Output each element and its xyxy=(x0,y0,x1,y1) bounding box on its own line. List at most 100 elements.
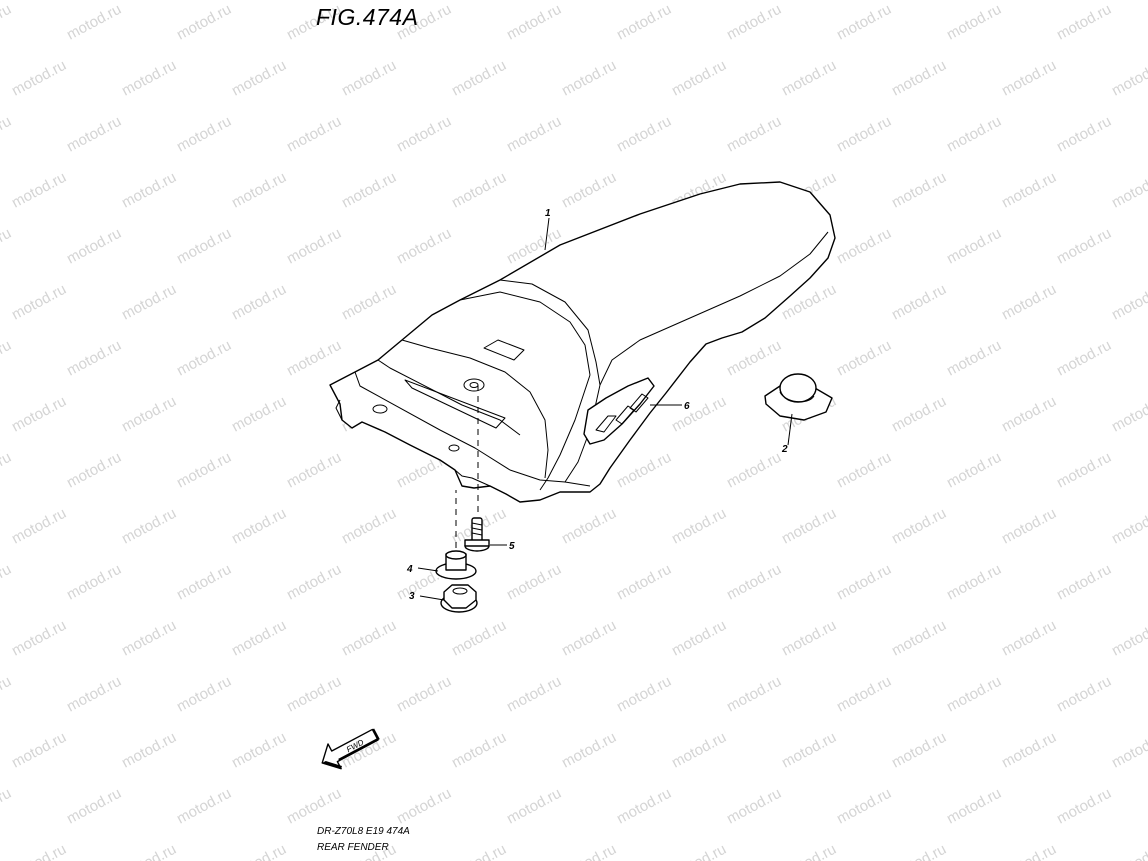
watermark-text: motod.ru xyxy=(944,561,1004,604)
watermark-text: motod.ru xyxy=(559,841,619,861)
watermark-text: motod.ru xyxy=(1054,449,1114,492)
callout-6: 6 xyxy=(684,401,690,412)
watermark-text: motod.ru xyxy=(834,113,894,156)
watermark-text: motod.ru xyxy=(1054,785,1114,828)
watermark-text: motod.ru xyxy=(669,729,729,772)
fwd-arrow-icon: FWD xyxy=(321,728,380,770)
rear-fender-part-1 xyxy=(329,181,836,503)
watermark-text: motod.ru xyxy=(779,505,839,548)
watermark-text: motod.ru xyxy=(614,673,674,716)
watermark-text: motod.ru xyxy=(889,617,949,660)
watermark-text: motod.ru xyxy=(284,673,344,716)
watermark-text: motod.ru xyxy=(504,113,564,156)
watermark-text: motod.ru xyxy=(559,57,619,100)
watermark-text: motod.ru xyxy=(1109,169,1148,212)
watermark-text: motod.ru xyxy=(1054,225,1114,268)
watermark-text: motod.ru xyxy=(889,841,949,861)
watermark-text: motod.ru xyxy=(9,505,69,548)
watermark-text: motod.ru xyxy=(999,169,1059,212)
watermark-text: motod.ru xyxy=(174,113,234,156)
watermark-text: motod.ru xyxy=(1109,617,1148,660)
watermark-text: motod.ru xyxy=(999,281,1059,324)
watermark-text: motod.ru xyxy=(9,169,69,212)
watermark-text: motod.ru xyxy=(1054,673,1114,716)
watermark-text: motod.ru xyxy=(669,57,729,100)
callout-4: 4 xyxy=(406,564,413,575)
watermark-text: motod.ru xyxy=(779,57,839,100)
watermark-text: motod.ru xyxy=(834,673,894,716)
watermark-text: motod.ru xyxy=(119,841,179,861)
watermark-text: motod.ru xyxy=(999,505,1059,548)
watermark-text: motod.ru xyxy=(834,225,894,268)
watermark-text: motod.ru xyxy=(724,113,784,156)
watermark-text: motod.ru xyxy=(724,337,784,380)
watermark-text: motod.ru xyxy=(229,57,289,100)
watermark-text: motod.ru xyxy=(394,785,454,828)
watermark-text: motod.ru xyxy=(1109,393,1148,436)
watermark-text: motod.ru xyxy=(1109,57,1148,100)
callout-1: 1 xyxy=(545,208,551,219)
leader-line-3 xyxy=(419,595,445,601)
watermark-text: motod.ru xyxy=(559,169,619,212)
watermark-text: motod.ru xyxy=(889,169,949,212)
watermark-text: motod.ru xyxy=(64,1,124,44)
watermark-text: motod.ru xyxy=(724,673,784,716)
watermark-text: motod.ru xyxy=(944,785,1004,828)
watermark-text: motod.ru xyxy=(339,617,399,660)
watermark-text: motod.ru xyxy=(0,113,14,156)
watermark-text: motod.ru xyxy=(944,1,1004,44)
watermark-text: motod.ru xyxy=(174,561,234,604)
watermark-text: motod.ru xyxy=(504,1,564,44)
watermark-text: motod.ru xyxy=(284,785,344,828)
watermark-text: motod.ru xyxy=(1054,561,1114,604)
cushion-part-2 xyxy=(764,373,833,421)
watermark-text: motod.ru xyxy=(889,393,949,436)
watermark-text: motod.ru xyxy=(669,393,729,436)
watermark-text: motod.ru xyxy=(834,1,894,44)
watermark-text: motod.ru xyxy=(669,841,729,861)
watermark-text: motod.ru xyxy=(229,393,289,436)
watermark-text: motod.ru xyxy=(339,505,399,548)
watermark-text: motod.ru xyxy=(944,113,1004,156)
watermark-text: motod.ru xyxy=(1054,337,1114,380)
watermark-text: motod.ru xyxy=(724,1,784,44)
watermark-text: motod.ru xyxy=(724,785,784,828)
callout-2: 2 xyxy=(781,444,788,455)
watermark-text: motod.ru xyxy=(0,1,14,44)
watermark-text: motod.ru xyxy=(174,337,234,380)
watermark-text: motod.ru xyxy=(779,729,839,772)
watermark-text: motod.ru xyxy=(64,225,124,268)
watermark-text: motod.ru xyxy=(1109,841,1148,861)
watermark-text: motod.ru xyxy=(559,729,619,772)
section-name: REAR FENDER xyxy=(317,842,389,853)
watermark-text: motod.ru xyxy=(834,561,894,604)
watermark-text: motod.ru xyxy=(64,785,124,828)
watermark-text: motod.ru xyxy=(999,729,1059,772)
watermark-text: motod.ru xyxy=(449,169,509,212)
watermark-text: motod.ru xyxy=(504,561,564,604)
watermark-text: motod.ru xyxy=(119,729,179,772)
watermark-text: motod.ru xyxy=(9,393,69,436)
watermark-text: motod.ru xyxy=(64,673,124,716)
watermark-text: motod.ru xyxy=(449,57,509,100)
leader-line-1 xyxy=(544,217,550,251)
watermark-text: motod.ru xyxy=(284,113,344,156)
watermark-text: motod.ru xyxy=(174,1,234,44)
watermark-text: motod.ru xyxy=(449,729,509,772)
watermark-text: motod.ru xyxy=(449,617,509,660)
watermark-text: motod.ru xyxy=(1109,505,1148,548)
watermark-text: motod.ru xyxy=(944,225,1004,268)
watermark-text: motod.ru xyxy=(174,225,234,268)
watermark-text: motod.ru xyxy=(779,617,839,660)
watermark-text: motod.ru xyxy=(339,57,399,100)
watermark-text: motod.ru xyxy=(119,505,179,548)
watermark-text: motod.ru xyxy=(229,505,289,548)
bolt-part-5 xyxy=(464,517,490,552)
watermark-text: motod.ru xyxy=(944,673,1004,716)
figure-title: FIG.474A xyxy=(316,4,419,30)
watermark-text: motod.ru xyxy=(119,169,179,212)
watermark-text: motod.ru xyxy=(614,561,674,604)
watermark-text: motod.ru xyxy=(889,57,949,100)
watermark-text: motod.ru xyxy=(834,785,894,828)
watermark-text: motod.ru xyxy=(504,673,564,716)
